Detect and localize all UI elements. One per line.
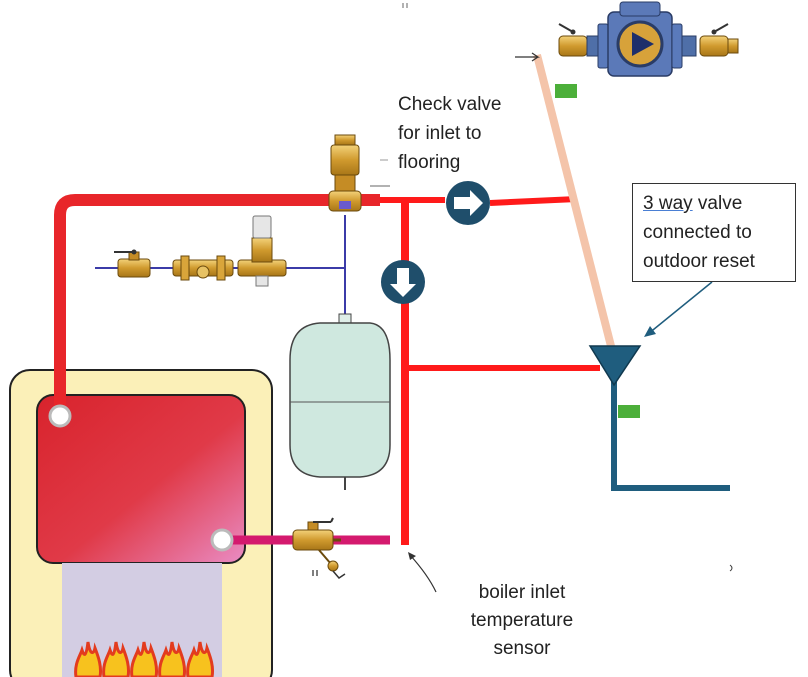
check-valve-arrow-down-icon: [381, 260, 425, 304]
ball-valve-icon: [114, 249, 151, 278]
flame-icon: [158, 641, 186, 677]
callout-line-1-rest: valve: [692, 193, 743, 214]
reset-arrow-icon: [515, 52, 540, 62]
flame-icon: [74, 641, 102, 677]
expansion-tank: [289, 313, 391, 490]
boiler-sensor-label: boiler inlet temperature sensor: [452, 579, 592, 663]
sensor-label-line-2: temperature: [470, 610, 574, 631]
return-ball-valve: [292, 517, 346, 579]
reset-indicator: [555, 84, 577, 98]
check-valve-label-line-3: flooring: [398, 152, 461, 173]
sensor-pointer: [408, 552, 437, 593]
three-way-valve: [588, 345, 642, 387]
callout-line-3: outdoor reset: [643, 251, 755, 272]
boiler: [9, 369, 273, 677]
flame-icon: [130, 641, 158, 677]
ball-valve-icon: [558, 23, 588, 57]
flame-icon: [186, 641, 214, 677]
supply-to-floor-pipe: [489, 196, 578, 206]
check-valve-label-line-2: for inlet to: [398, 123, 482, 144]
return-inlet-port: [210, 528, 234, 552]
flame-icon: [102, 641, 130, 677]
check-valve-label: Check valve for inlet to flooring: [398, 90, 548, 177]
air-separator: [328, 134, 362, 212]
reset-pipe: [533, 54, 616, 351]
callout-line-2: connected to: [643, 222, 752, 243]
check-valve-arrow-right-icon: [446, 181, 490, 225]
callout-pointer: [644, 281, 713, 337]
mixed-indicator: [618, 405, 640, 418]
sensor-label-line-1: boiler inlet: [478, 582, 566, 603]
callout-underlined-text: 3 way: [643, 193, 693, 214]
pressure-reducing-valve: [237, 215, 287, 287]
burner-flames: [74, 641, 214, 677]
backflow-preventer: [172, 255, 234, 281]
check-valve-label-line-1: Check valve: [398, 94, 502, 115]
callout-line-1: 3 way valve: [643, 189, 785, 218]
pump-assembly: [558, 1, 739, 77]
sensor-label-line-3: sensor: [493, 638, 551, 659]
supply-outlet-port: [48, 404, 72, 428]
boiler-supply-pipe: [54, 194, 380, 410]
ball-valve-icon: [699, 23, 729, 57]
mixed-supply-pipe: [611, 380, 730, 491]
three-way-valve-callout: 3 way valve connected to outdoor reset: [632, 183, 796, 282]
